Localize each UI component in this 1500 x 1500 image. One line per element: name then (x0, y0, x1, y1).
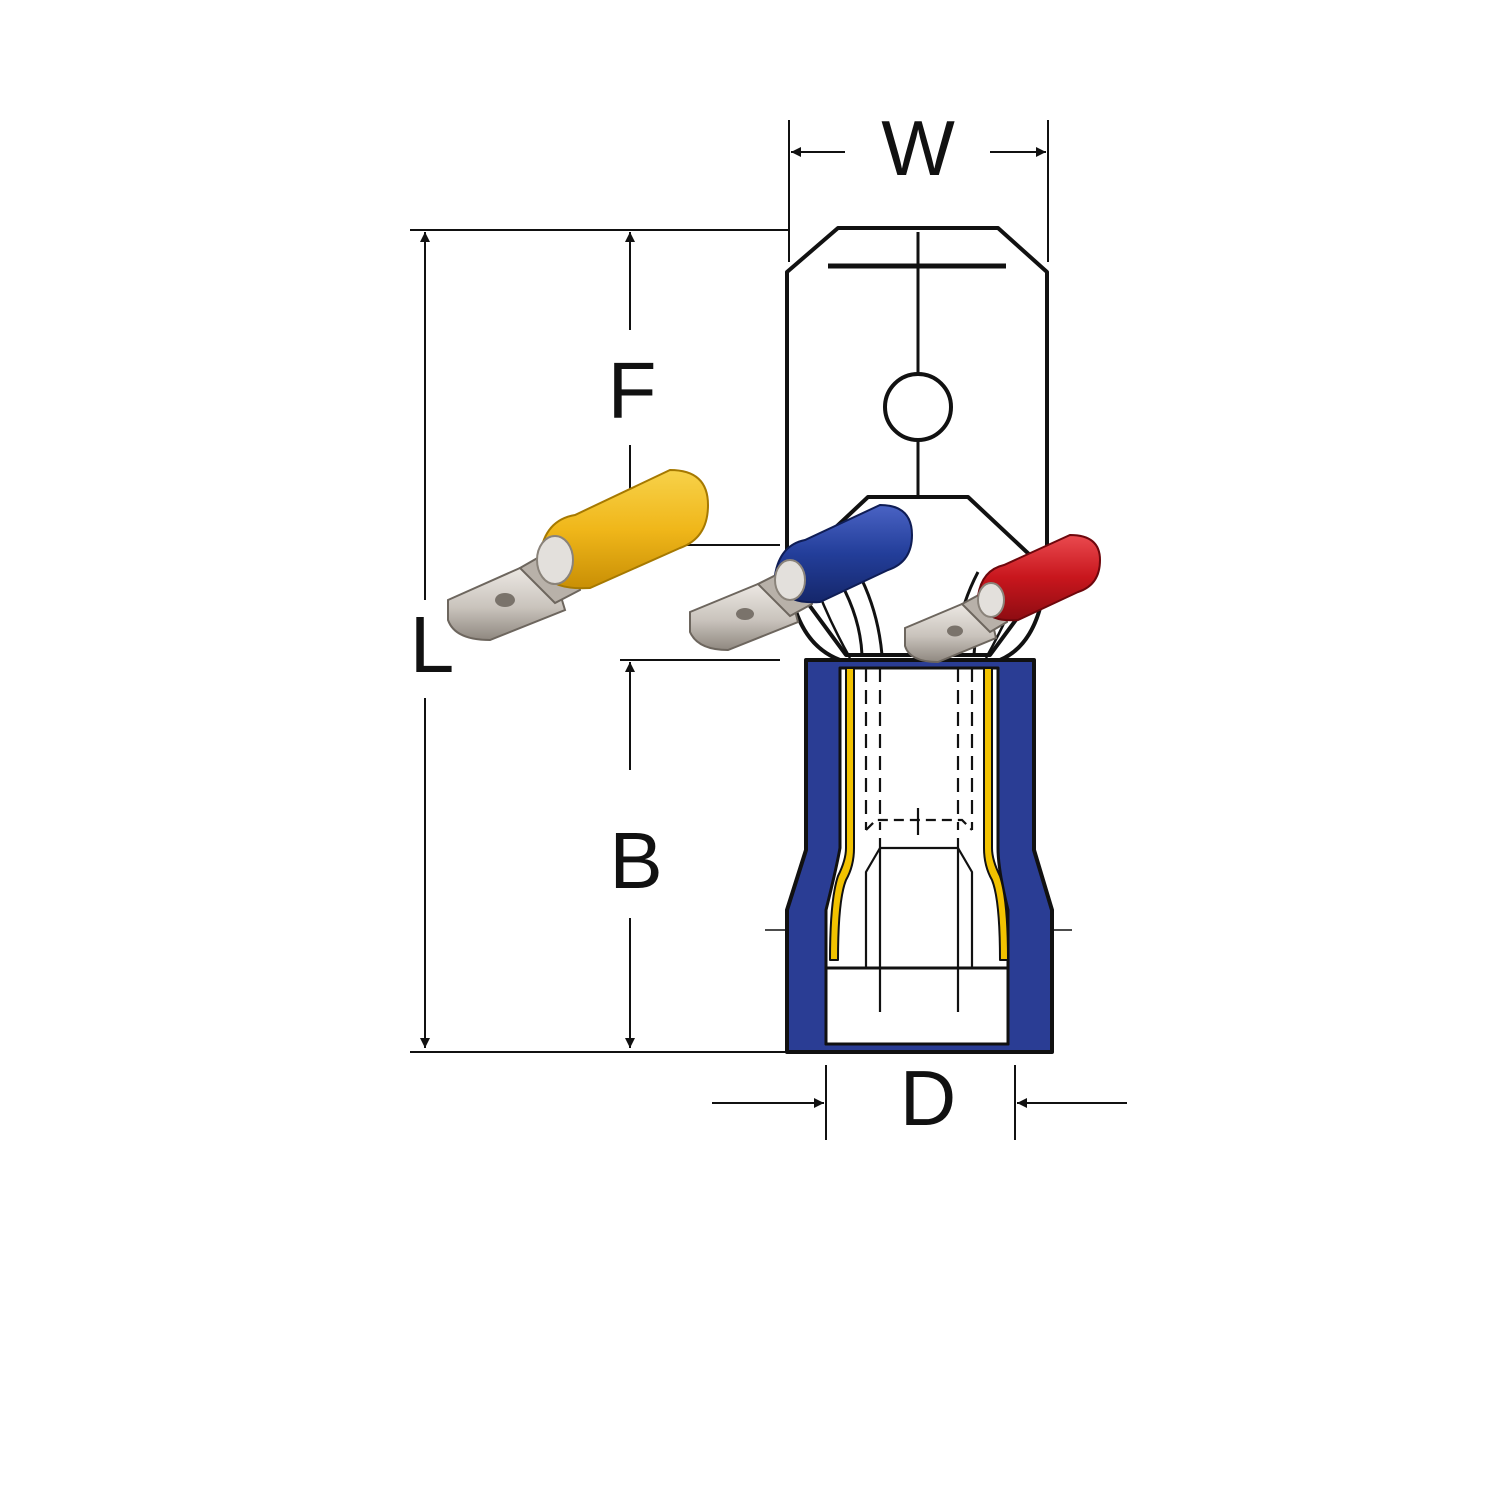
label-b: B (609, 816, 662, 905)
label-l: L (410, 600, 455, 689)
product-blue-terminal (689, 503, 914, 652)
label-d: D (900, 1054, 956, 1142)
product-red-terminal (904, 533, 1102, 664)
label-f: F (608, 346, 657, 435)
insulation-barrel (785, 658, 1054, 1054)
hidden-lines (864, 668, 974, 1012)
dimension-labels: W F L B d1 D (410, 104, 956, 1142)
product-yellow-terminal (447, 468, 710, 642)
label-w: W (881, 104, 955, 192)
